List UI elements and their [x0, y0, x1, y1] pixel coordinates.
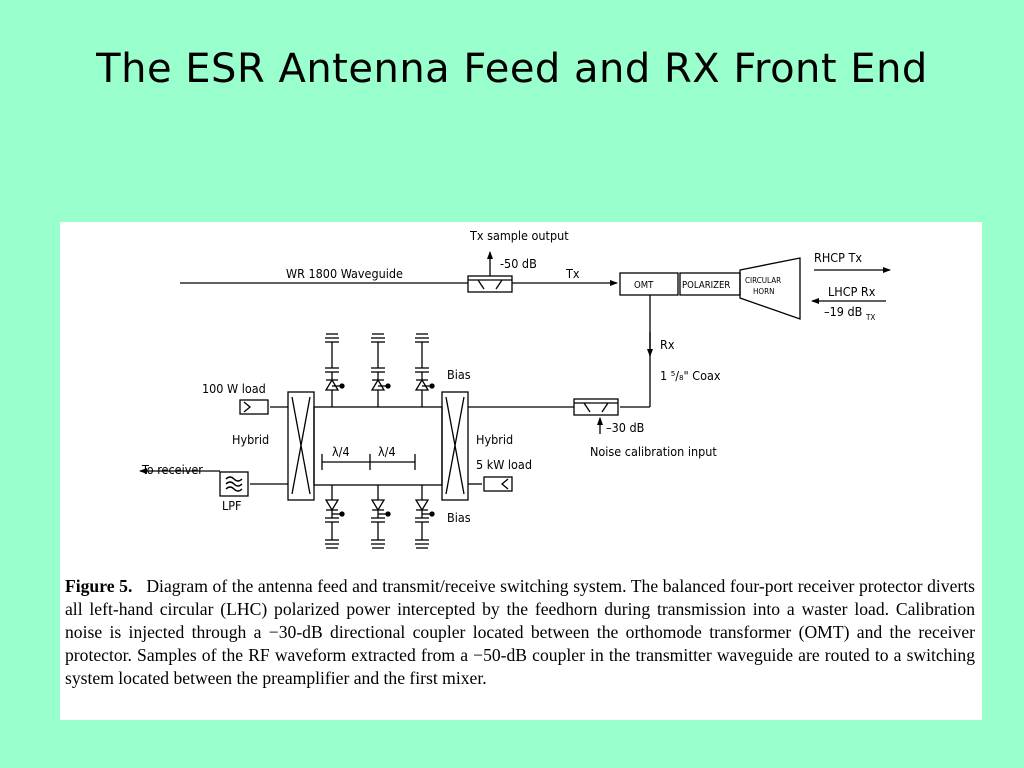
tx-sample-output-label: Tx sample output — [469, 228, 569, 243]
lambda4-b-label: λ/4 — [378, 444, 396, 459]
figure-label: Figure 5. — [65, 576, 133, 596]
tx-coupler — [467, 275, 513, 293]
hybrid-left-label: Hybrid — [232, 432, 269, 447]
lhcp-rx-label: LHCP Rx — [828, 284, 876, 299]
caption-text: Diagram of the antenna feed and transmit… — [65, 576, 975, 688]
bottom-diode-stacks — [324, 485, 435, 549]
to-receiver-label: To receiver — [141, 462, 203, 477]
cal-coupler — [573, 398, 619, 416]
circular-horn — [739, 257, 801, 320]
top-diode-stacks — [324, 333, 435, 407]
load-100w — [239, 399, 269, 415]
lpf-box — [219, 471, 249, 497]
noise-cal-label: Noise calibration input — [590, 444, 717, 459]
coax-label: 1 ⁵/₈" Coax — [660, 368, 721, 383]
feed-diagram: Tx sample output -50 dB Tx WR 1800 Waveg… — [139, 228, 891, 549]
minus19db-label: –19 dB TX — [824, 304, 875, 322]
tx-label: Tx — [565, 266, 580, 281]
figure-caption: Figure 5.Diagram of the antenna feed and… — [65, 575, 975, 690]
omt-label: OMT — [634, 280, 654, 291]
bias-top-label: Bias — [447, 367, 471, 382]
load-5kw-label: 5 kW load — [476, 457, 532, 472]
circular-label: CIRCULAR — [745, 276, 781, 285]
lambda4-a-label: λ/4 — [332, 444, 350, 459]
hybrid-right-label: Hybrid — [476, 432, 513, 447]
rx-label: Rx — [660, 337, 675, 352]
slide-title: The ESR Antenna Feed and RX Front End — [96, 46, 928, 92]
bias-bottom-label: Bias — [447, 510, 471, 525]
omt-box — [619, 272, 679, 296]
load-5kw — [483, 476, 513, 492]
rhcp-tx-label: RHCP Tx — [814, 250, 862, 265]
load-100w-label: 100 W load — [202, 381, 266, 396]
minus30db-label: –30 dB — [606, 420, 644, 435]
minus50db-label: -50 dB — [500, 256, 537, 271]
horn-label: HORN — [753, 287, 774, 296]
lpf-label: LPF — [222, 498, 242, 513]
figure-panel: Tx sample output -50 dB Tx WR 1800 Waveg… — [60, 222, 982, 720]
waveguide-label: WR 1800 Waveguide — [286, 266, 403, 281]
polarizer-label: POLARIZER — [682, 280, 730, 291]
